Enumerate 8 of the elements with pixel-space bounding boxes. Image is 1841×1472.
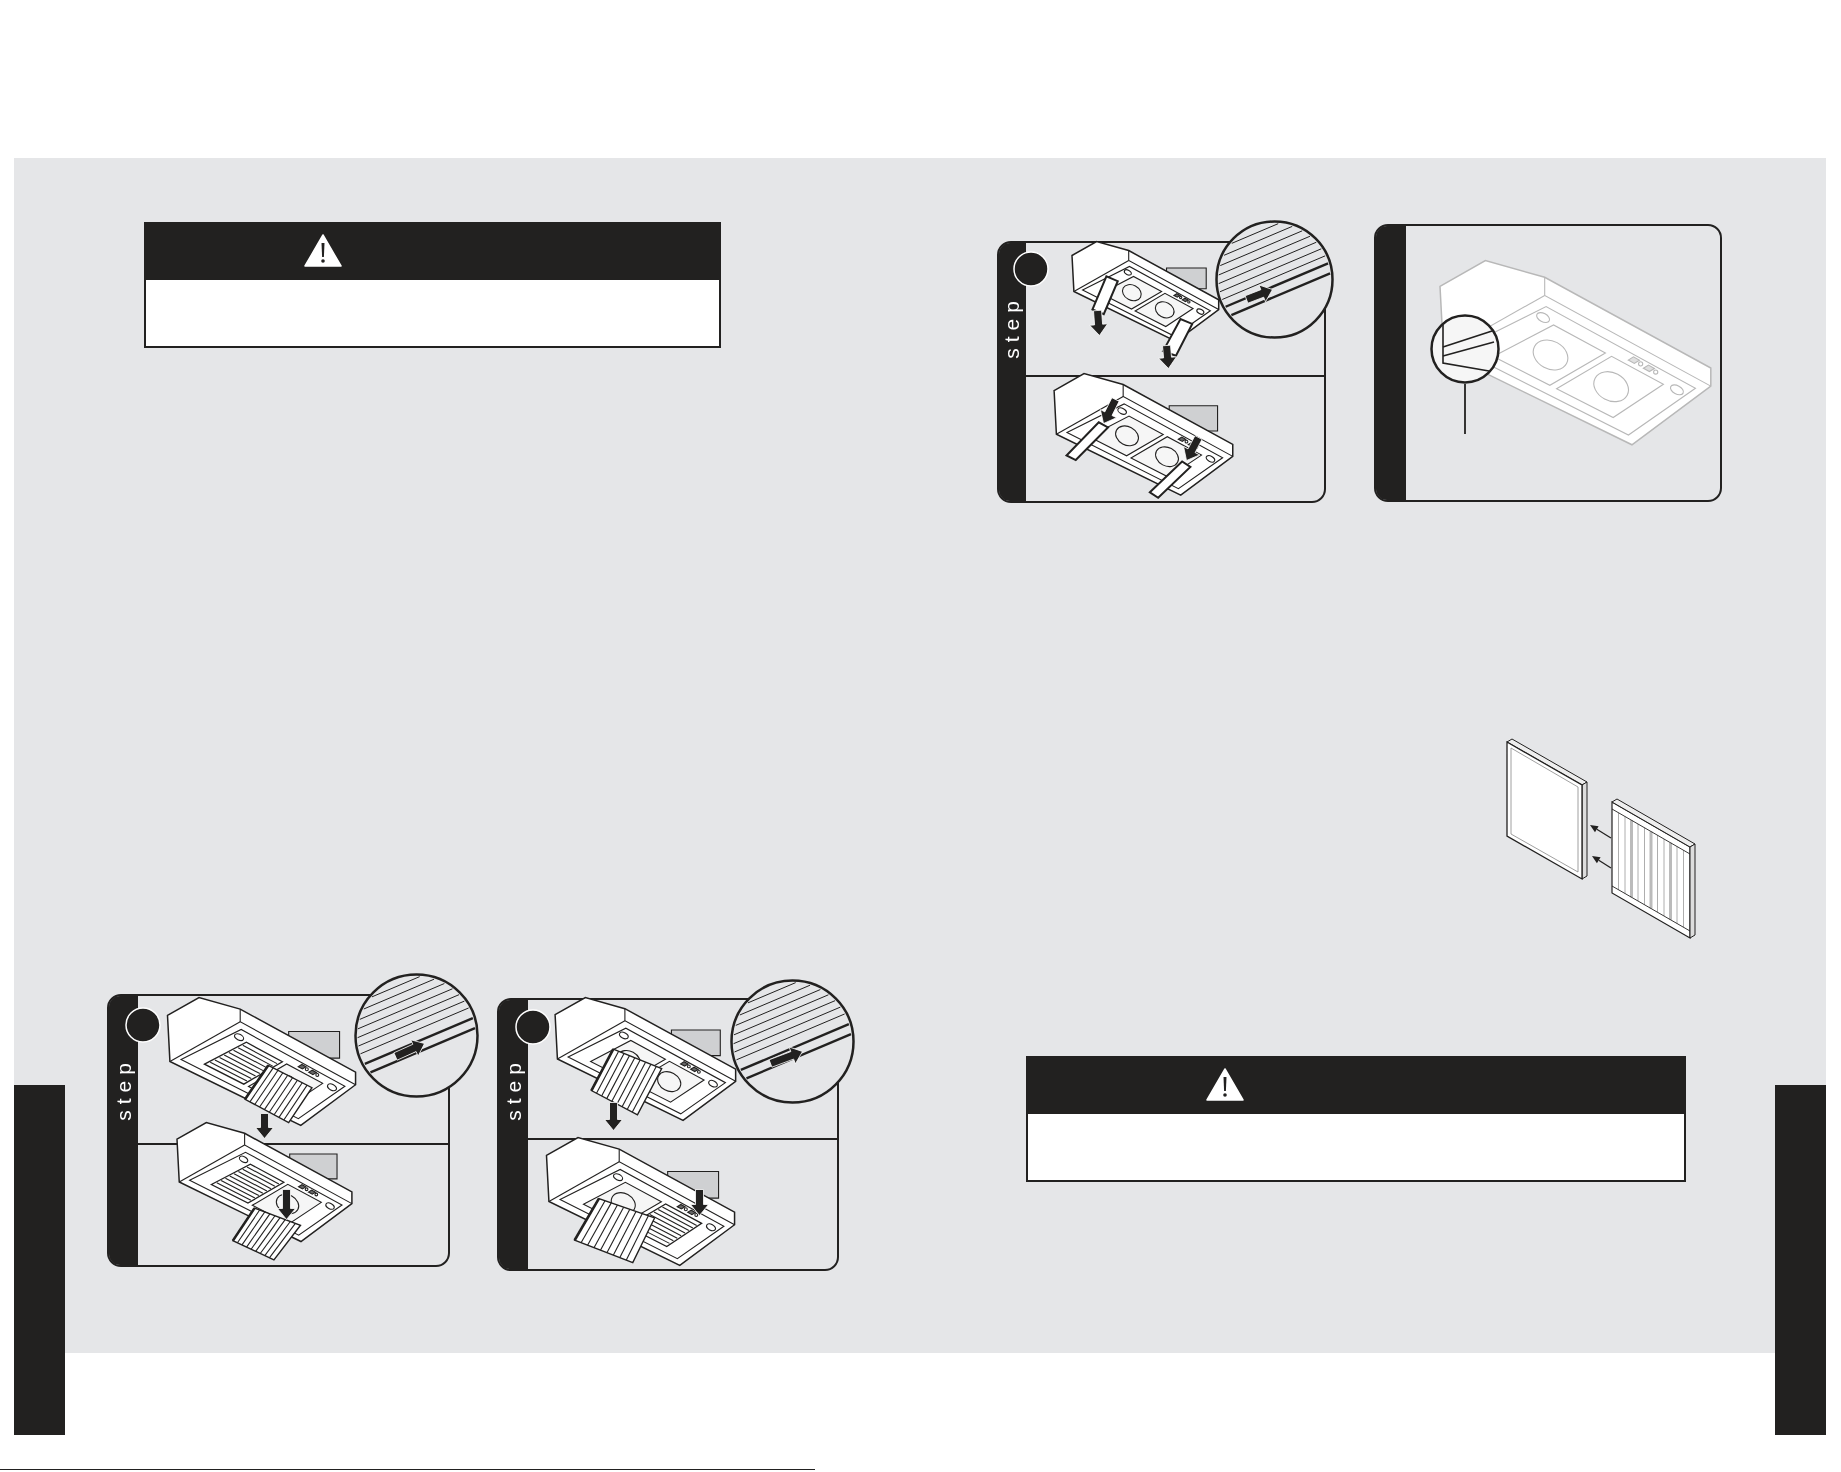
- step-label: step: [111, 1056, 136, 1121]
- step-label: step: [501, 1056, 526, 1121]
- magnifier-circle: [1429, 313, 1500, 384]
- leader-line: [1464, 383, 1466, 435]
- illustration-panel: [1374, 224, 1722, 502]
- step-label: step: [999, 294, 1024, 359]
- side-tab: [1775, 1085, 1826, 1435]
- side-tab: [14, 1085, 65, 1435]
